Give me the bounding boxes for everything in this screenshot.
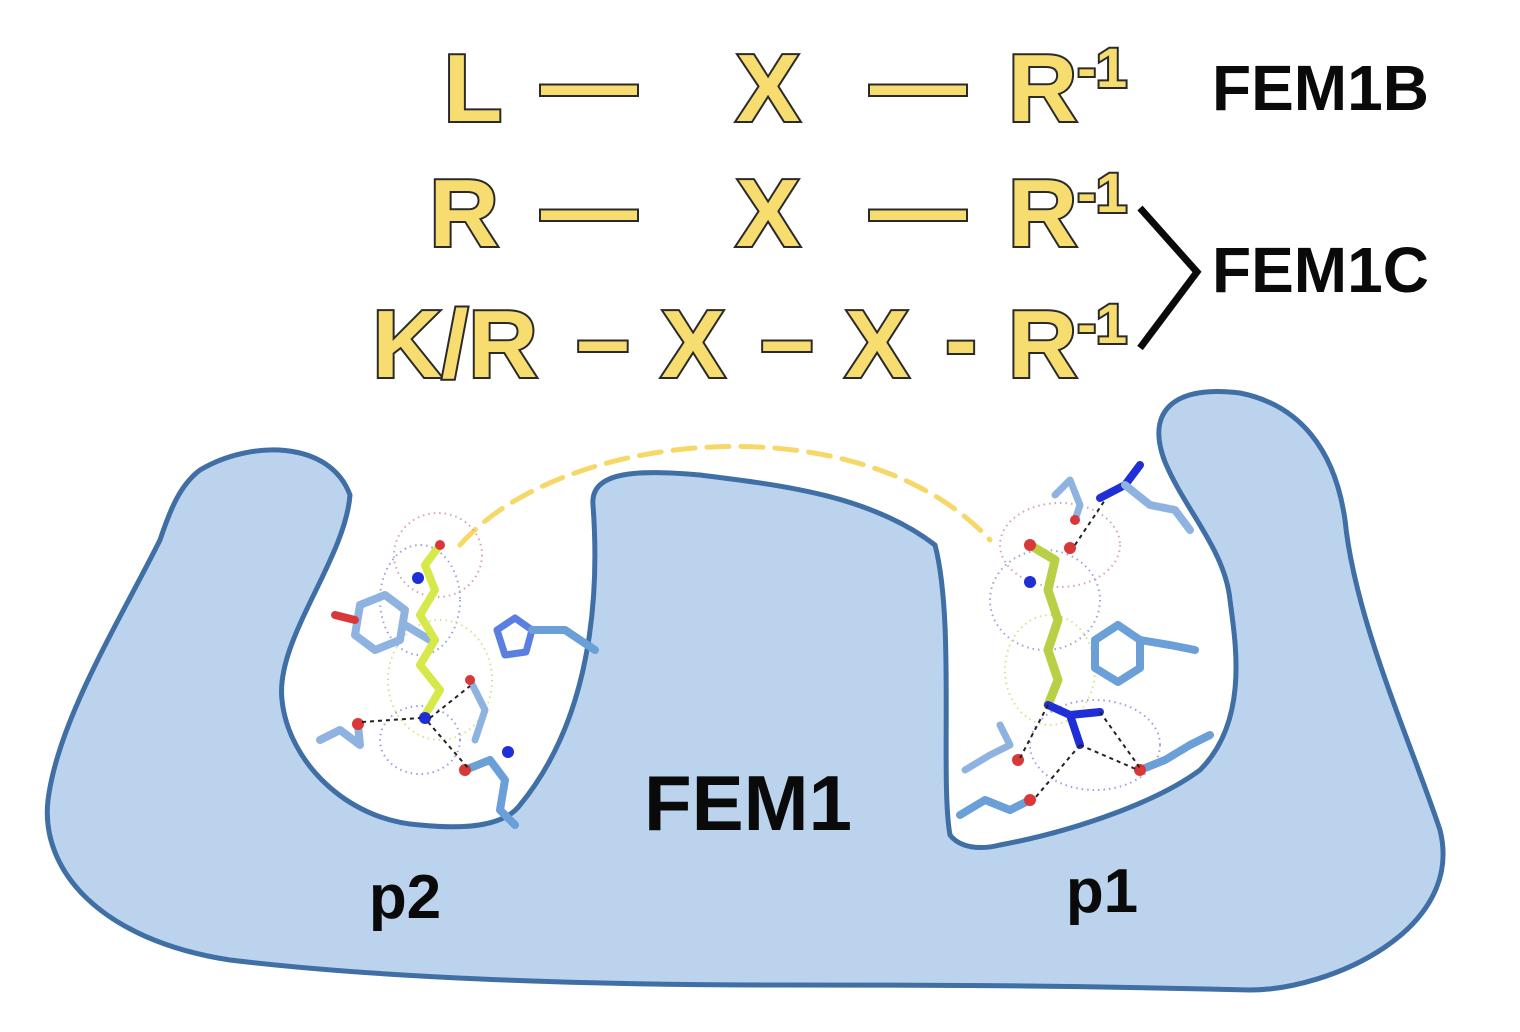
motif-fem1c-2: K/R – X – X - R-1 bbox=[370, 284, 1129, 400]
pocket-label-p2: p2 bbox=[369, 863, 441, 932]
p1-top-chain-1 bbox=[1051, 476, 1084, 524]
fem1-receptor-shape bbox=[44, 389, 1446, 993]
motif1-residue2: X bbox=[736, 35, 800, 142]
p2-glu-chain bbox=[466, 676, 489, 744]
pocket-p1-structure bbox=[956, 461, 1214, 819]
p1-ligand-oxygen-1 bbox=[1024, 539, 1036, 551]
p1-asp-oxygen bbox=[1024, 794, 1036, 806]
motif2-residue3: R-1 bbox=[1008, 160, 1127, 267]
p2-hbond-2 bbox=[427, 721, 469, 769]
p1-right-oxygen bbox=[1134, 764, 1146, 776]
motif3-sep2: – bbox=[760, 286, 813, 393]
p1-ligand-arginine bbox=[1025, 540, 1063, 710]
p1-top-oxygen bbox=[1070, 515, 1080, 525]
p2-amine-nitrogen bbox=[419, 712, 431, 724]
p2-asp-chain bbox=[316, 721, 364, 749]
ligand-linker-dashed bbox=[457, 443, 993, 548]
p2-bottom-chain bbox=[461, 756, 519, 829]
p1-hbond-1 bbox=[1074, 499, 1106, 546]
motif1-residue1: L bbox=[444, 35, 503, 142]
p1-hbond-5 bbox=[1099, 711, 1141, 769]
p2-hbond-1 bbox=[361, 717, 421, 723]
motif3-residue3: X bbox=[845, 291, 909, 398]
motif3-sep3: - bbox=[945, 286, 977, 393]
p2-ring-bond bbox=[401, 621, 434, 644]
p2-aromatic-ring bbox=[351, 591, 409, 654]
label-fem1c: FEM1C bbox=[1212, 234, 1429, 306]
p1-guanidinium-arm bbox=[1066, 708, 1104, 719]
motif-fem1c-1: R — X — R-1 bbox=[427, 153, 1129, 269]
p1-ligand-nitrogen bbox=[1024, 576, 1036, 588]
motif2-residue2: X bbox=[736, 160, 800, 267]
p2-hbond-3 bbox=[429, 685, 471, 719]
p2-his-chain bbox=[528, 626, 599, 654]
p1-dot-surface-2 bbox=[989, 549, 1101, 651]
motif3-residue4: R-1 bbox=[1008, 291, 1127, 398]
p2-dot-surface-4 bbox=[379, 705, 461, 775]
p2-asp-oxygen bbox=[352, 718, 364, 730]
p2-imidazole-ring bbox=[493, 614, 536, 659]
p1-left-chain bbox=[961, 721, 1014, 774]
p2-dot-surface-1 bbox=[393, 512, 483, 598]
p1-aromatic-ring bbox=[1091, 621, 1144, 686]
p2-glu-oxygen bbox=[465, 675, 475, 685]
motif1-residue3: R-1 bbox=[1008, 35, 1127, 142]
p2-dot-surface-3 bbox=[387, 619, 493, 741]
pocket-p2-structure bbox=[316, 512, 599, 829]
p1-right-chain bbox=[1136, 731, 1214, 774]
motif3-residue2: X bbox=[661, 291, 725, 398]
p1-asp-chain bbox=[956, 796, 1034, 819]
p2-ligand-oxygen bbox=[435, 540, 445, 550]
p1-dot-surface-1 bbox=[999, 502, 1121, 588]
pocket-label-p1: p1 bbox=[1066, 857, 1138, 926]
motif2-residue1: R bbox=[429, 160, 498, 267]
motif1-sep2: — bbox=[870, 30, 966, 137]
p1-phe-chain bbox=[1136, 636, 1199, 654]
p1-hbond-3 bbox=[1034, 744, 1081, 799]
p1-dot-surface-4 bbox=[1029, 699, 1161, 791]
p2-bottom-oxygen bbox=[459, 764, 471, 776]
motif3-sep1: – bbox=[576, 286, 629, 393]
receptor-label: FEM1 bbox=[644, 759, 852, 847]
fem1c-bracket bbox=[1137, 205, 1202, 351]
motif2-sep2: — bbox=[870, 155, 966, 262]
motif2-sep1: — bbox=[541, 155, 637, 262]
motif-fem1b: L — X — R-1 bbox=[442, 28, 1129, 144]
p2-ligand-nitrogen bbox=[412, 572, 424, 584]
p2-bottom-nitrogen bbox=[502, 746, 514, 758]
p2-tyr-hydroxyl bbox=[331, 611, 359, 624]
p2-ligand-lysine bbox=[416, 541, 444, 719]
label-fem1b: FEM1B bbox=[1212, 52, 1429, 124]
motif1-sep1: — bbox=[541, 30, 637, 137]
motif3-residue1: K/R bbox=[372, 291, 537, 398]
p1-hbond-2 bbox=[1019, 704, 1049, 759]
p1-arg-chain bbox=[1121, 481, 1194, 534]
p1-ligand-oxygen-2 bbox=[1064, 542, 1076, 554]
p1-hbond-4 bbox=[1079, 744, 1139, 771]
